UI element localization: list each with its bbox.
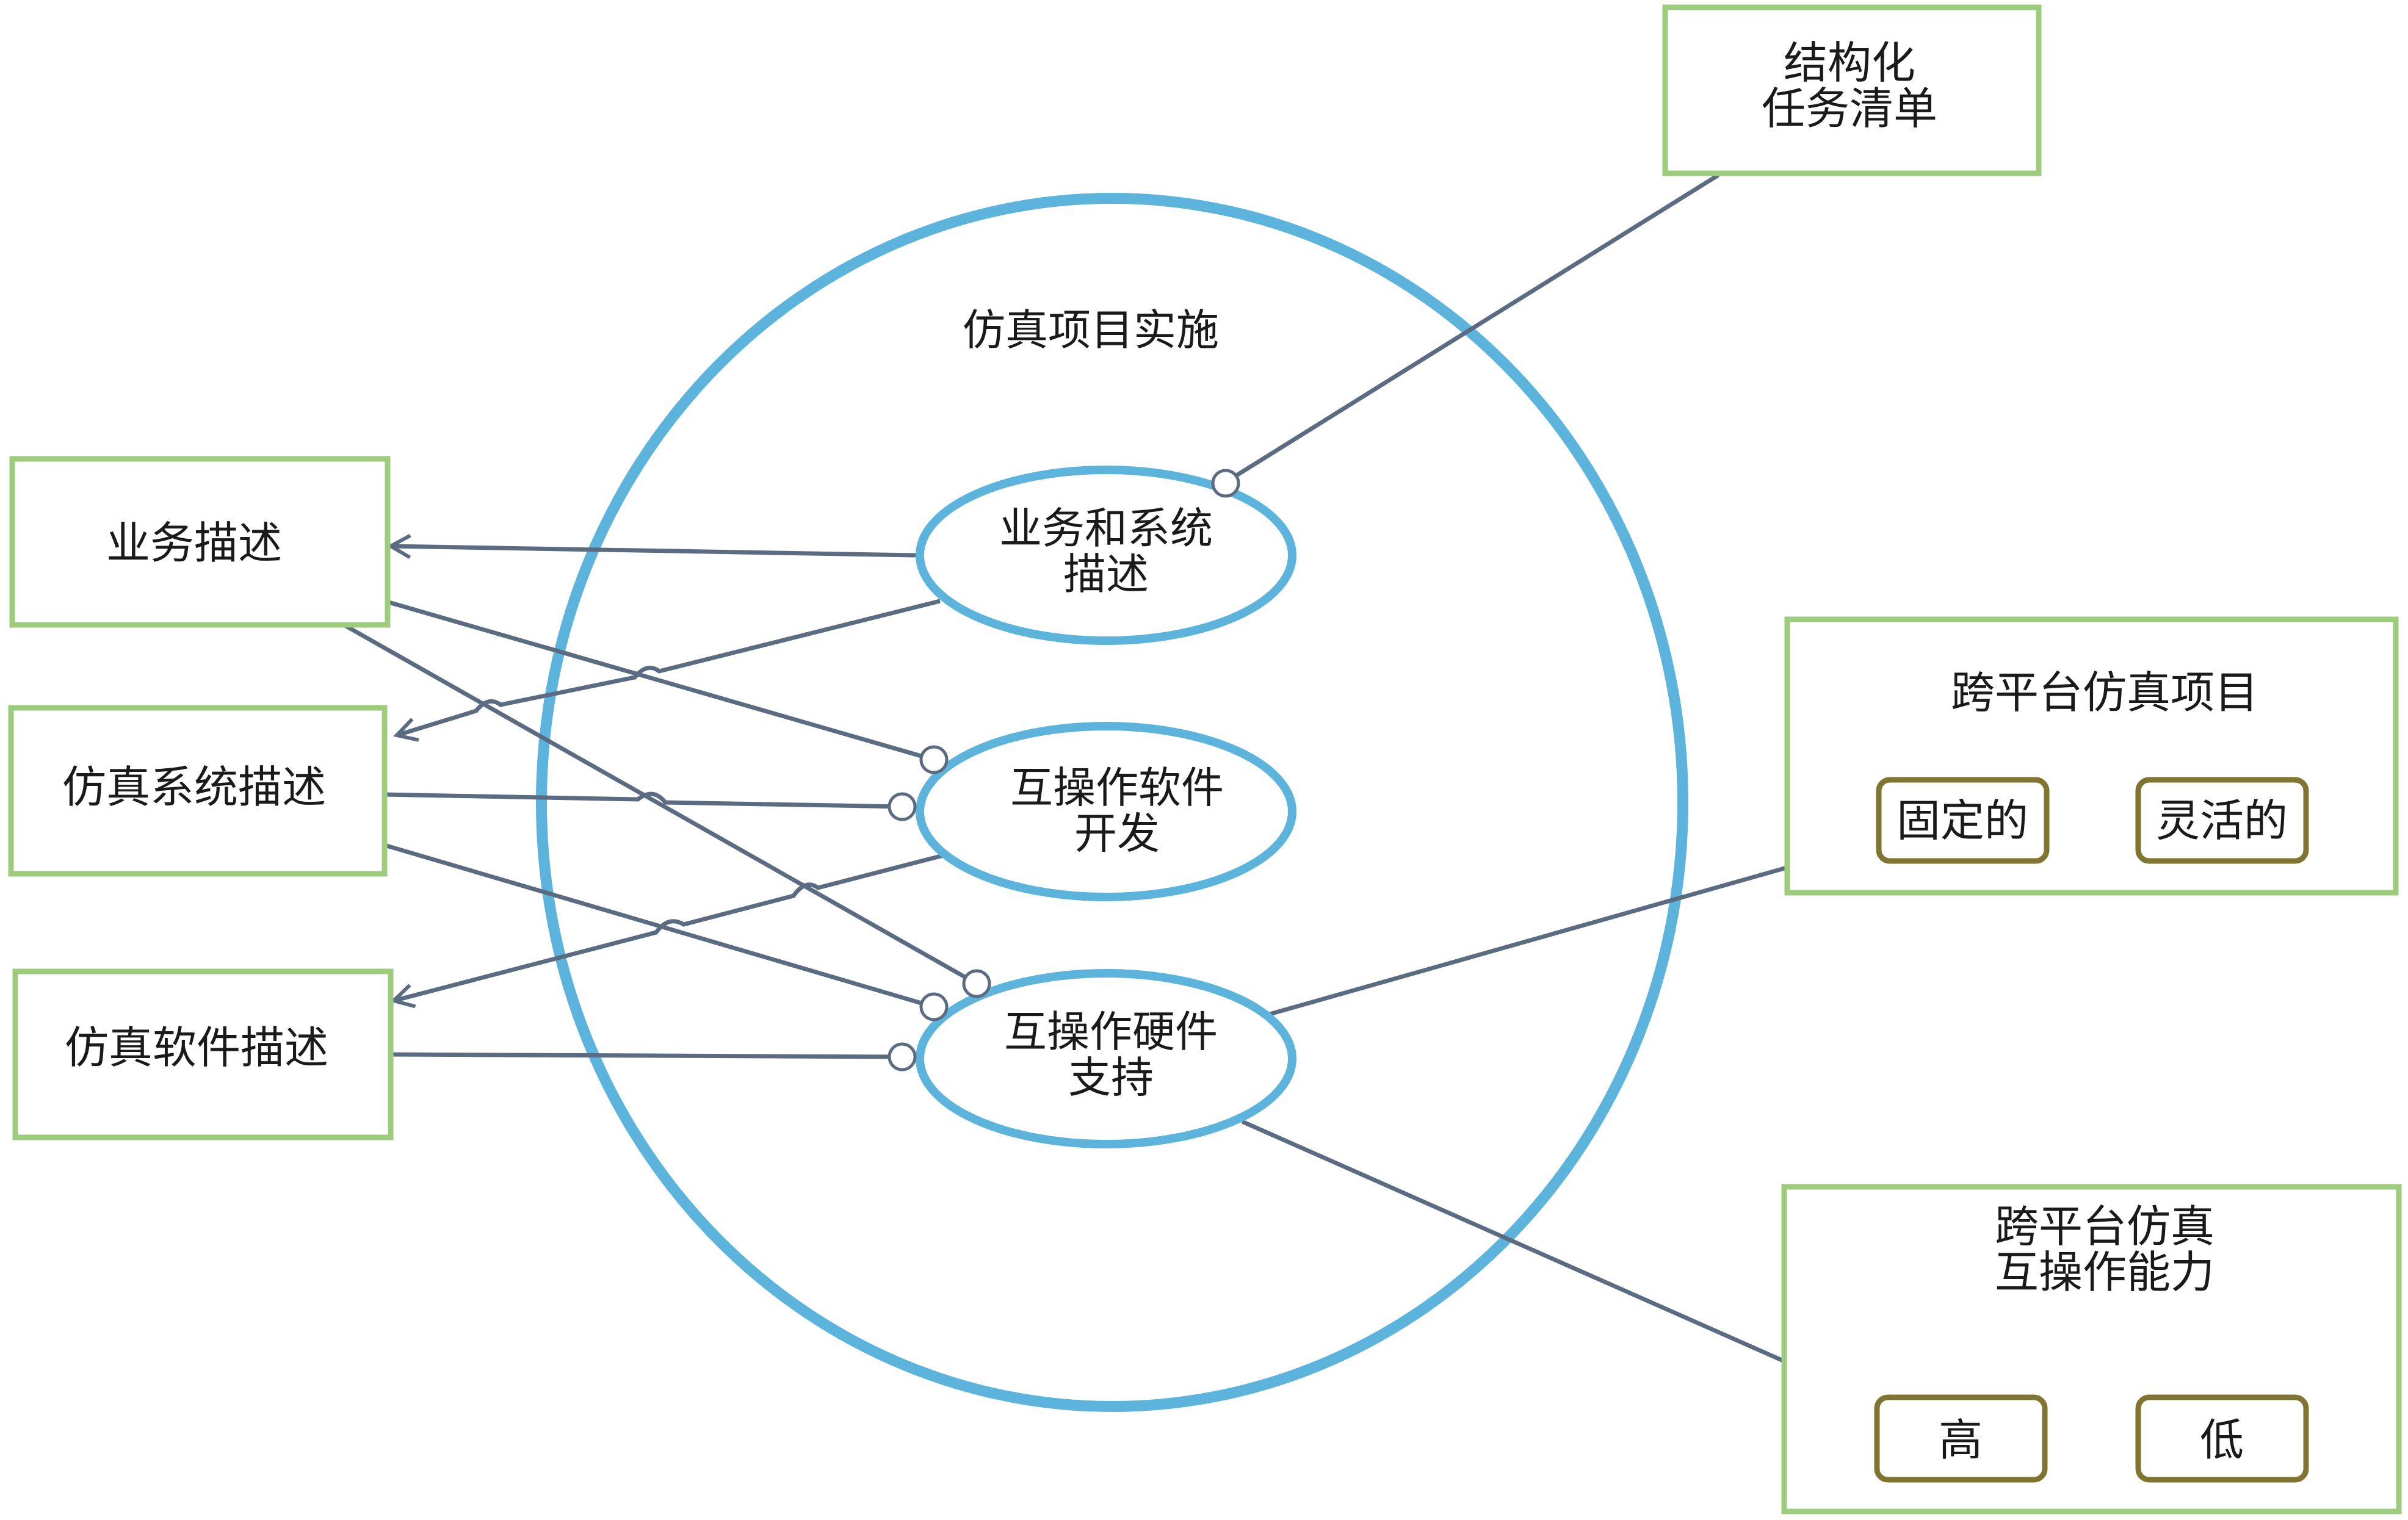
task-list-line1: 结构化 bbox=[1784, 37, 1915, 88]
box-cross-platform-project: 跨平台仿真项目 固定的 灵活的 bbox=[1784, 616, 2399, 896]
ellipse-interop-software: 互操作软件 开发 bbox=[916, 722, 1296, 901]
connector-business-desc-to-interop-software bbox=[384, 599, 935, 762]
option-high: 高 bbox=[1874, 1394, 2048, 1483]
connector-interop-hardware-to-cross-platform-interop bbox=[1241, 1119, 1877, 1402]
option-fixed: 固定的 bbox=[1876, 777, 2050, 864]
project-implementation-circle bbox=[536, 193, 1688, 1412]
connector-business-system-to-sim-system-desc bbox=[397, 599, 941, 735]
interop-hardware-line1: 互操作硬件 bbox=[1004, 1007, 1218, 1057]
option-fixed-label: 固定的 bbox=[1896, 795, 2028, 846]
box-cross-platform-interop: 跨平台仿真 互操作能力 高 低 bbox=[1781, 1184, 2402, 1515]
connector-sim-software-desc-to-interop-hardware bbox=[390, 1052, 903, 1059]
task-list-line2: 任务清单 bbox=[1762, 83, 1937, 134]
connector-sim-system-desc-to-interop-hardware bbox=[384, 843, 935, 1009]
port-business-system-top bbox=[1211, 469, 1240, 498]
business-desc-label: 业务描述 bbox=[106, 517, 282, 569]
business-system-line1: 业务和系统 bbox=[999, 503, 1213, 553]
connector-interop-hardware-to-cross-platform-project bbox=[1269, 842, 1877, 1017]
interop-hardware-line2: 支持 bbox=[1068, 1053, 1154, 1103]
ellipse-business-system: 业务和系统 描述 bbox=[916, 466, 1296, 645]
box-sim-system-desc: 仿真系统描述 bbox=[8, 705, 388, 877]
option-low-label: 低 bbox=[2200, 1414, 2244, 1466]
box-business-desc: 业务描述 bbox=[9, 456, 391, 628]
port-interop-software-a bbox=[919, 745, 949, 774]
option-flexible-label: 灵活的 bbox=[2156, 795, 2288, 846]
connector-sim-system-desc-to-interop-software bbox=[384, 791, 903, 809]
connector-business-system-to-task-list bbox=[1223, 173, 1719, 485]
interop-software-line1: 互操作软件 bbox=[1010, 763, 1224, 813]
port-interop-hardware-c bbox=[888, 1042, 917, 1072]
port-interop-software-b bbox=[888, 792, 917, 821]
business-system-line2: 描述 bbox=[1063, 549, 1149, 599]
cross-platform-project-title: 跨平台仿真项目 bbox=[1951, 667, 2258, 718]
connector-business-system-to-business-desc bbox=[391, 546, 916, 555]
option-flexible: 灵活的 bbox=[2135, 777, 2309, 864]
interop-software-line2: 开发 bbox=[1074, 809, 1160, 859]
port-interop-hardware-b bbox=[919, 992, 949, 1021]
ellipse-interop-hardware: 互操作硬件 支持 bbox=[916, 969, 1296, 1148]
box-structured-task-list: 结构化 任务清单 bbox=[1662, 4, 2042, 176]
cross-platform-interop-line1: 跨平台仿真 bbox=[1995, 1201, 2215, 1252]
project-implementation-title: 仿真项目实施 bbox=[963, 305, 1219, 355]
connectors bbox=[344, 173, 1877, 1402]
port-interop-hardware-a bbox=[962, 969, 991, 998]
option-high-label: 高 bbox=[1939, 1414, 1983, 1466]
sim-system-desc-label: 仿真系统描述 bbox=[62, 762, 326, 813]
connector-business-desc-to-interop-hardware bbox=[344, 623, 978, 986]
option-low: 低 bbox=[2135, 1394, 2309, 1483]
box-sim-software-desc: 仿真软件描述 bbox=[12, 968, 394, 1140]
port-circles bbox=[888, 469, 1240, 1072]
cross-platform-interop-line2: 互操作能力 bbox=[1995, 1247, 2215, 1298]
sim-software-desc-label: 仿真软件描述 bbox=[65, 1022, 328, 1073]
